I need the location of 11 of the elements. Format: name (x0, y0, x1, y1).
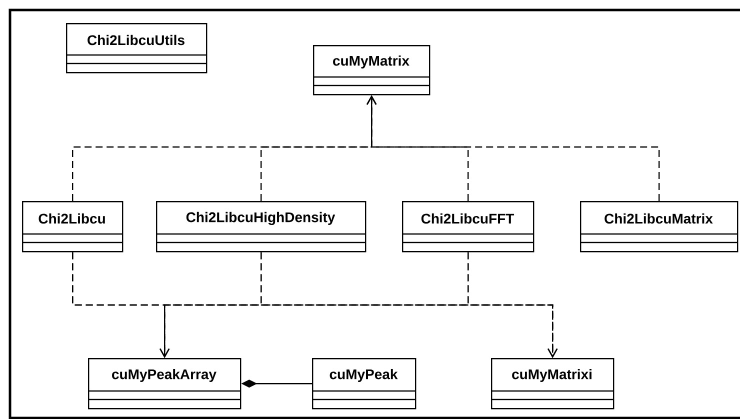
class-box: Chi2LibcuUtils (66, 23, 208, 74)
arrow (468, 252, 558, 358)
class-box: Chi2Libcu (22, 201, 124, 252)
class-box: cuMyMatrixi (491, 358, 614, 410)
class-box: Chi2LibcuMatrix (580, 201, 738, 252)
class-box: cuMyPeak (312, 358, 416, 410)
class-box: cuMyPeakArray (88, 358, 242, 410)
class-box: Chi2LibcuHighDensity (156, 201, 366, 252)
class-box: Chi2LibcuFFT (402, 201, 534, 252)
class-box: cuMyMatrix (313, 45, 430, 96)
arrow (366, 95, 660, 201)
